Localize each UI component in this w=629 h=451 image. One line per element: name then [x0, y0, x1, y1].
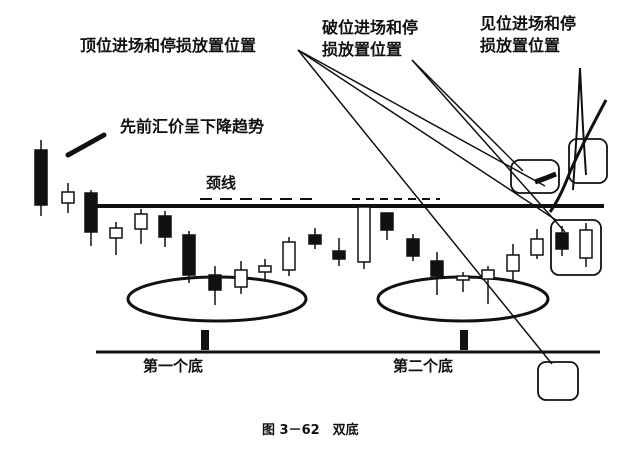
candle-body [258, 265, 272, 273]
candle-body [430, 260, 444, 277]
candlestick-series [34, 140, 593, 305]
breakout-spike [572, 67, 587, 191]
candle-body [84, 192, 98, 233]
prior-trend-label: 先前汇价呈下降趋势 [120, 117, 265, 136]
second-bottom-marker [460, 330, 468, 350]
candle-body [34, 149, 48, 206]
top-entry-label: 顶位进场和停损放置位置 [80, 36, 257, 55]
candle-body [61, 191, 75, 204]
see-entry-label-line2: 损放置位置 [480, 36, 561, 55]
see-entry-label-line1: 见位进场和停 [480, 14, 577, 33]
candle-body [134, 213, 148, 230]
candle-body [308, 234, 322, 245]
candle-body [555, 232, 569, 250]
break-entry-label-line2: 损放置位置 [322, 40, 403, 59]
candle-body [530, 238, 544, 256]
pointer-line [297, 49, 553, 365]
candle-body [481, 269, 495, 280]
stop-loss-box [537, 361, 579, 401]
break-entry-box [510, 159, 560, 194]
pointer-line [411, 59, 524, 172]
pullback-entry-box [550, 219, 602, 276]
candle-body [357, 206, 371, 263]
pointer-line [411, 59, 566, 233]
see-entry-box [568, 138, 608, 184]
candle-body [234, 269, 248, 288]
breakout-pullback [534, 171, 557, 185]
break-entry-label-line1: 破位进场和停 [322, 18, 419, 37]
candle-body [406, 238, 420, 257]
second-bottom-label: 第二个底 [393, 357, 454, 375]
breakout-rise [548, 99, 608, 213]
candle-body [332, 250, 346, 260]
figure-caption: 图 3－62 双底 [262, 423, 359, 438]
neckline-label: 颈线 [206, 174, 237, 192]
candle-body [506, 254, 520, 272]
candle-body [182, 234, 196, 276]
pointer-line [297, 49, 557, 221]
candle-body [282, 241, 296, 271]
candle-body [109, 227, 123, 239]
prior-trend-arrow [65, 132, 107, 158]
candle-body [579, 229, 593, 259]
candle-body [380, 212, 394, 231]
candle-body [456, 275, 470, 281]
first-bottom-label: 第一个底 [143, 357, 204, 375]
first-bottom-marker [201, 330, 209, 350]
candle-body [208, 274, 222, 291]
candle-body [158, 215, 172, 238]
